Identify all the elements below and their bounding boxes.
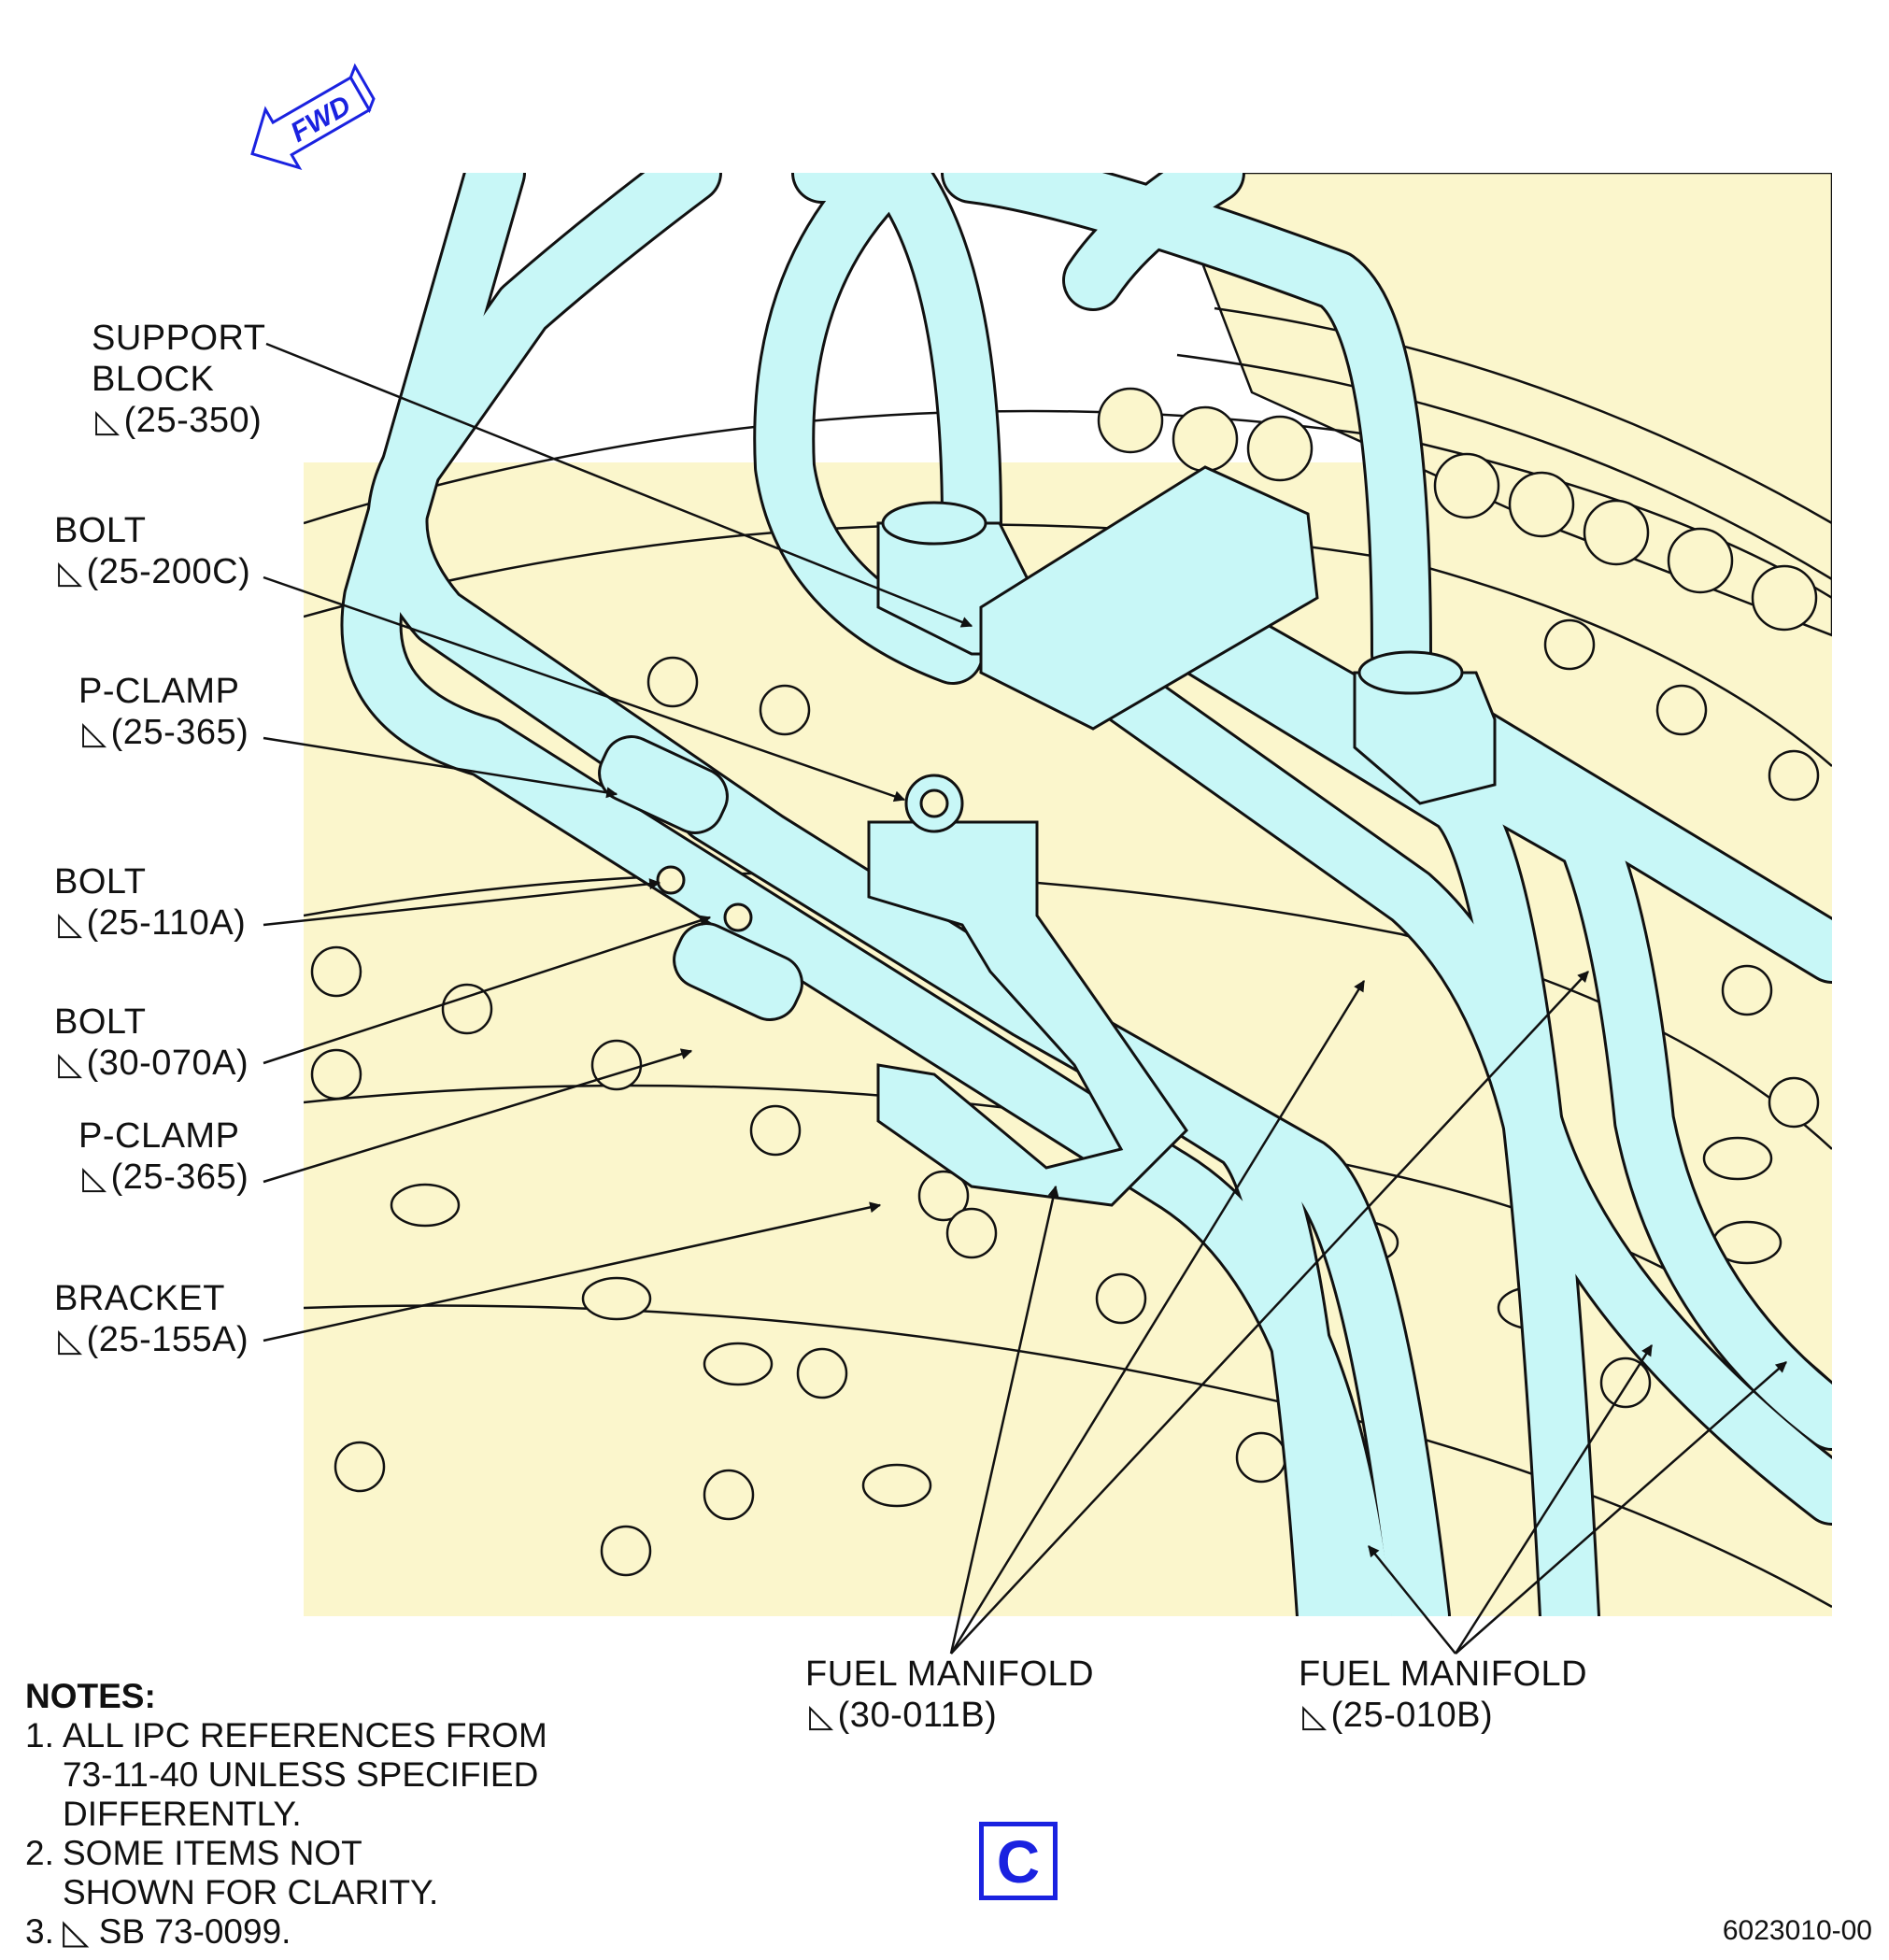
callout-label-line: BOLT (54, 1002, 147, 1042)
callout-fuel-manifold-25: FUEL MANIFOLD ◺(25-010B) (1299, 1654, 1587, 1737)
callout-label-line: BOLT (54, 862, 147, 902)
sb-triangle-icon: ◺ (58, 554, 83, 591)
callout-label-line: P-CLAMP (78, 672, 240, 711)
callout-label-line: BRACKET (54, 1279, 225, 1318)
sb-triangle-icon: ◺ (63, 1912, 99, 1951)
note-text: 73-11-40 UNLESS SPECIFIED (63, 1755, 539, 1794)
callout-label-line: BLOCK (92, 360, 215, 399)
note-text: ALL IPC REFERENCES FROM (63, 1716, 547, 1754)
callout-label-line: FUEL MANIFOLD (805, 1655, 1095, 1694)
callout-ref: (25-155A) (86, 1320, 249, 1359)
p-clamps (598, 735, 803, 1021)
callout-p-clamp-upper: P-CLAMP ◺(25-365) (78, 671, 249, 754)
sb-triangle-icon: ◺ (809, 1697, 834, 1735)
callout-label-line: FUEL MANIFOLD (1299, 1655, 1588, 1694)
note-item: 3.◺ SB 73-0099. (25, 1912, 547, 1952)
fwd-label: FWD (286, 90, 357, 149)
callout-bolt-30-070a: BOLT ◺(30-070A) (54, 1001, 249, 1085)
note-number: 1. (25, 1716, 54, 1754)
note-text: SHOWN FOR CLARITY. (63, 1873, 439, 1911)
sb-triangle-icon: ◺ (82, 715, 107, 752)
note-text: SOME ITEMS NOT (63, 1834, 362, 1872)
callout-ref: (25-200C) (86, 552, 251, 591)
callout-ref: (30-011B) (837, 1696, 998, 1735)
fwd-arrow-icon: FWD (250, 63, 376, 171)
leader-lines (263, 342, 1787, 1655)
callout-bolt-25-200c: BOLT ◺(25-200C) (54, 510, 250, 593)
callout-ref: (25-010B) (1330, 1696, 1494, 1735)
callout-label-line: SUPPORT (92, 319, 266, 358)
note-text: SB 73-0099. (98, 1912, 291, 1951)
note-number: 2. (25, 1834, 54, 1872)
support-block-shape (876, 465, 1497, 805)
sb-triangle-icon: ◺ (58, 1322, 83, 1359)
notes-header: NOTES: (25, 1677, 156, 1715)
sb-triangle-icon: ◺ (95, 403, 121, 440)
note-text: DIFFERENTLY. (63, 1795, 302, 1833)
note-item: 1.ALL IPC REFERENCES FROM 73-11-40 UNLES… (25, 1716, 547, 1834)
callout-fuel-manifold-30: FUEL MANIFOLD ◺(30-011B) (805, 1654, 1094, 1737)
sb-triangle-icon: ◺ (1302, 1697, 1328, 1735)
callout-label-line: BOLT (54, 511, 147, 550)
callout-ref: (25-365) (110, 1158, 249, 1197)
notes-block: NOTES: 1.ALL IPC REFERENCES FROM 73-11-4… (25, 1677, 547, 1952)
callout-ref: (25-110A) (86, 903, 247, 943)
callout-ref: (25-365) (110, 713, 249, 752)
sb-triangle-icon: ◺ (58, 1045, 83, 1083)
note-item: 2.SOME ITEMS NOT SHOWN FOR CLARITY. (25, 1834, 547, 1912)
callout-ref: (25-350) (123, 401, 263, 440)
callout-ref: (30-070A) (86, 1044, 249, 1083)
bracket-shape (867, 774, 1188, 1207)
figure-id: 6023010-00 (1722, 1915, 1872, 1946)
view-label: C (979, 1822, 1058, 1900)
callout-bracket: BRACKET ◺(25-155A) (54, 1278, 249, 1361)
callout-support-block: SUPPORT BLOCK ◺(25-350) (92, 318, 266, 442)
note-number: 3. (25, 1912, 54, 1951)
callout-p-clamp-lower: P-CLAMP ◺(25-365) (78, 1115, 249, 1199)
sb-triangle-icon: ◺ (82, 1159, 107, 1197)
fuel-manifold-tubes (340, 173, 1832, 1616)
sb-triangle-icon: ◺ (58, 905, 83, 943)
callout-label-line: P-CLAMP (78, 1116, 240, 1156)
callout-bolt-25-110a: BOLT ◺(25-110A) (54, 861, 246, 944)
